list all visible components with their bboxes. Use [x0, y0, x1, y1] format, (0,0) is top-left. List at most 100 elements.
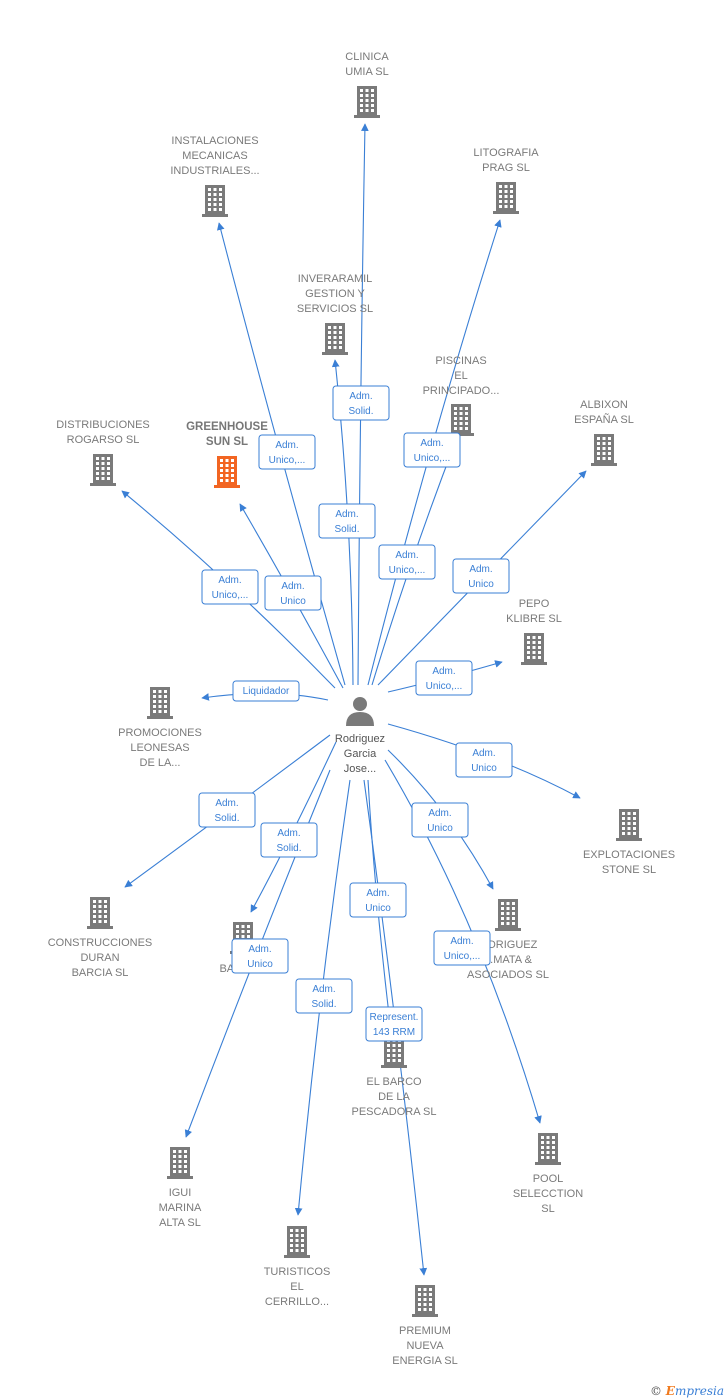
- company-name-line: PREMIUM: [399, 1325, 451, 1337]
- edge-role-text: Adm.: [335, 509, 358, 520]
- building-icon: [448, 404, 474, 436]
- company-name-line: PESCADORA SL: [352, 1106, 437, 1118]
- company-node-explotaciones[interactable]: EXPLOTACIONES STONE SL: [583, 809, 675, 876]
- edge-role-text: Adm.: [218, 575, 241, 586]
- footer-brand[interactable]: © Empresia: [650, 1384, 724, 1398]
- edge-role-text: Unico,...: [269, 455, 306, 466]
- company-name-line: MARINA: [159, 1202, 202, 1214]
- edge-role-text: Solid.: [334, 524, 359, 535]
- edge-role-label-greenhouse[interactable]: Adm.Unico: [264, 575, 322, 611]
- copyright-symbol: ©: [649, 1384, 662, 1398]
- edge-role-text: Unico: [247, 959, 273, 970]
- edge-role-label-albixon[interactable]: Adm.Unico: [452, 558, 510, 594]
- edge-role-text: Unico: [471, 763, 497, 774]
- company-name-line: GESTION Y: [305, 288, 365, 300]
- edge-role-text: Unico,...: [444, 951, 481, 962]
- company-name-line: EL: [454, 370, 467, 382]
- edge-role-label-instalaciones[interactable]: Adm.Unico,...: [258, 434, 316, 470]
- edge-role-text: Adm.: [366, 888, 389, 899]
- company-name-line: UMIA SL: [345, 66, 388, 78]
- building-icon: [616, 809, 642, 841]
- focus-building-icon: [214, 456, 240, 488]
- edge-role-text: Solid.: [276, 843, 301, 854]
- company-node-piscinas[interactable]: PISCINAS EL PRINCIPADO...: [423, 355, 500, 436]
- company-name-line: SELECCTION: [513, 1188, 583, 1200]
- company-name-line: DE LA: [378, 1091, 410, 1103]
- edge-role-text: Unico,...: [426, 681, 463, 692]
- edge-role-label-turisticos[interactable]: Adm. Solid.: [295, 978, 353, 1014]
- company-node-instalaciones[interactable]: INSTALACIONESMECANICASINDUSTRIALES...: [170, 135, 260, 217]
- edge-role-label-pool[interactable]: Adm.Unico,...: [433, 930, 491, 966]
- person-node[interactable]: RodriguezGarciaJose...: [335, 697, 385, 775]
- company-name-line: LITOGRAFIA: [473, 147, 539, 159]
- person-name-line: Jose...: [344, 763, 376, 775]
- company-name-line: GREENHOUSE: [186, 421, 268, 433]
- building-icon: [521, 633, 547, 665]
- edge-role-text: Adm.: [472, 748, 495, 759]
- company-name-line: PRINCIPADO...: [423, 385, 500, 397]
- edge-role-text: Adm.: [215, 798, 238, 809]
- edge-role-label-premium[interactable]: Represent.143 RRM: [365, 1006, 423, 1042]
- building-icon: [87, 897, 113, 929]
- edge-role-label-rodriguez[interactable]: Adm.Unico: [411, 802, 469, 838]
- edge-role-text: Represent.: [370, 1012, 419, 1023]
- company-name-line: STONE SL: [602, 864, 656, 876]
- company-name-line: ASOCIADOS SL: [467, 969, 549, 981]
- edge-role-label-clinica[interactable]: Adm.Solid.: [332, 385, 390, 421]
- edge-role-label-pepo[interactable]: Adm. Unico,...: [415, 660, 473, 696]
- person-name-line: Garcia: [344, 748, 377, 760]
- company-node-inveraramil[interactable]: INVERARAMIL GESTION Y SERVICIOS SL: [297, 273, 373, 355]
- company-name-line: INVERARAMIL: [298, 273, 373, 285]
- building-icon: [90, 454, 116, 486]
- edge-role-label-igui[interactable]: Adm. Unico: [231, 938, 289, 974]
- company-name-line: CERRILLO...: [265, 1296, 329, 1308]
- edge-role-text: Liquidador: [243, 686, 290, 697]
- company-name-line: SERVICIOS SL: [297, 303, 373, 315]
- company-name-line: PISCINAS: [435, 355, 486, 367]
- company-name-line: EL: [290, 1281, 303, 1293]
- edge-role-label-litografia[interactable]: Adm.Unico,...: [403, 432, 461, 468]
- edge-role-text: Adm.: [312, 984, 335, 995]
- edge-role-text: Solid.: [348, 406, 373, 417]
- company-name-line: NUEVA: [406, 1340, 444, 1352]
- company-name-line: ALBIXON: [580, 399, 628, 411]
- edge-role-label-promociones[interactable]: Liquidador: [232, 680, 300, 702]
- company-node-litografia[interactable]: LITOGRAFIA PRAG SL: [473, 147, 539, 214]
- edge-role-label-inveraramil[interactable]: Adm. Solid.: [318, 503, 376, 539]
- edge-role-text: Unico: [280, 596, 306, 607]
- company-name-line: TURISTICOS: [264, 1266, 331, 1278]
- building-icon: [354, 86, 380, 118]
- edge-role-label-explotaciones[interactable]: Adm. Unico: [455, 742, 513, 778]
- company-name-line: PRAG SL: [482, 162, 530, 174]
- edge-role-label-piscinas[interactable]: Adm.Unico,...: [378, 544, 436, 580]
- edge-role-text: Adm.: [248, 944, 271, 955]
- edge-role-label-badar[interactable]: Adm.Solid.: [260, 822, 318, 858]
- company-name-line: EXPLOTACIONES: [583, 849, 675, 861]
- company-node-rodriguez[interactable]: ...DRIGUEZ...MATA &ASOCIADOS SL: [467, 899, 549, 981]
- building-icon: [167, 1147, 193, 1179]
- edge-role-label-elbarco[interactable]: Adm.Unico: [349, 882, 407, 918]
- edge-role-text: Unico: [427, 823, 453, 834]
- edge-role-label-construcciones[interactable]: Adm.Solid.: [198, 792, 256, 828]
- building-icon: [202, 185, 228, 217]
- edge-role-text: Solid.: [311, 999, 336, 1010]
- company-name-line: SL: [541, 1203, 554, 1215]
- company-name-line: MECANICAS: [182, 150, 247, 162]
- company-node-turisticos[interactable]: TURISTICOS EL CERRILLO...: [264, 1226, 331, 1308]
- edge-role-text: Adm.: [432, 666, 455, 677]
- edge-role-label-distribuciones[interactable]: Adm.Unico,...: [201, 569, 259, 605]
- company-name-line: INSTALACIONES: [171, 135, 258, 147]
- edge-role-text: Unico,...: [414, 453, 451, 464]
